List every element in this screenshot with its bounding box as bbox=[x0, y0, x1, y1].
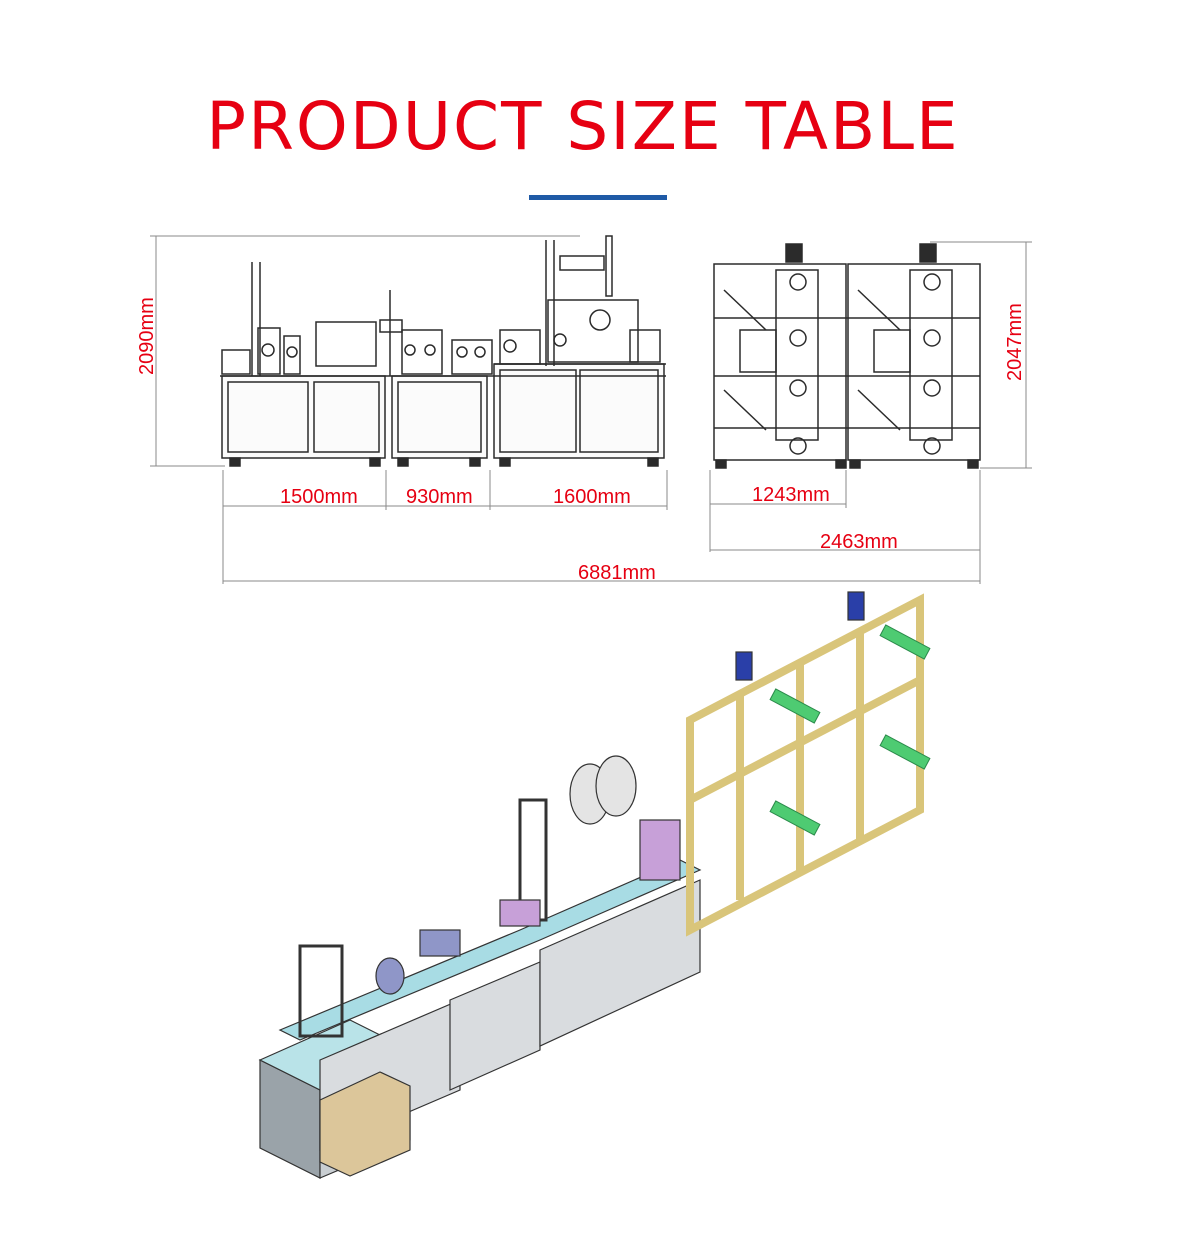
side-total-label: 2463mm bbox=[820, 531, 898, 553]
title-underline bbox=[529, 195, 667, 200]
segment-1-label: 1500mm bbox=[280, 486, 358, 508]
overall-length-label: 6881mm bbox=[578, 562, 656, 584]
isometric-drawing bbox=[258, 591, 931, 1179]
page-title: PRODUCT SIZE TABLE bbox=[206, 88, 960, 165]
front-height-label: 2090mm bbox=[136, 297, 158, 375]
side-height-label: 2047mm bbox=[1004, 303, 1026, 381]
segment-3-label: 1600mm bbox=[553, 486, 631, 508]
front-view-drawing bbox=[220, 235, 666, 467]
side-width-label: 1243mm bbox=[752, 484, 830, 506]
dimension-lines bbox=[150, 235, 1032, 584]
side-view-drawing bbox=[713, 243, 981, 469]
segment-2-label: 930mm bbox=[406, 486, 473, 508]
